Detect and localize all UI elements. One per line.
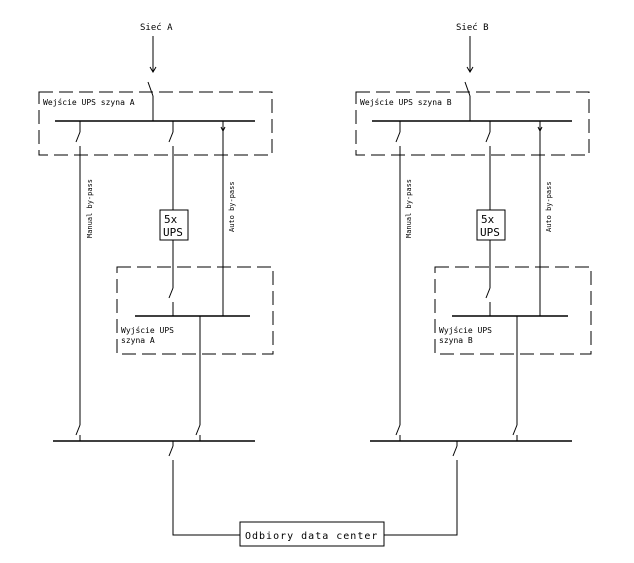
ups-output-switch-b [485,287,491,299]
input-bus-box-b [355,91,590,156]
load-feeder-switch-a [168,445,174,457]
output-bus-box-a [116,266,274,355]
output-bus-label-b-1: Wyjście UPS [439,325,492,335]
manual-bypass-label-b: Manual by-pass [405,179,413,238]
ups-input-switch-a [168,131,174,143]
manual-bypass-switch-a-top [75,131,81,143]
ups-count-a: 5x [164,213,178,226]
main-switch-a [147,81,154,97]
load-feeder-switch-b [452,445,458,457]
load-feeder-a [172,460,240,536]
load-feeder-b [384,460,458,536]
ups-box-b [476,209,506,241]
manual-bypass-switch-b-bottom [395,424,401,436]
ups-label-b: UPS [480,226,500,239]
manual-bypass-switch-b-top [395,131,401,143]
input-bus-label-a: Wejście UPS szyna A [43,97,135,107]
output-bus-label-a-1: Wyjście UPS [121,325,174,335]
side-b: Sieć B Wejście UPS szyna B Manual by-pas… [355,22,592,536]
output-bus-box-b [434,266,592,355]
auto-bypass-label-b: Auto by-pass [545,181,553,232]
feed-arrow-a [149,66,157,73]
feed-arrow-b [466,66,474,73]
ups-input-switch-b [485,131,491,143]
manual-bypass-switch-a-bottom [75,424,81,436]
main-switch-b [464,81,471,97]
manual-bypass-label-a: Manual by-pass [86,179,94,238]
output-bus-label-a-2: szyna A [121,336,155,345]
load-box [239,521,385,547]
auto-bypass-label-a: Auto by-pass [228,181,236,232]
ups-box-a [159,209,189,241]
output-feeder-switch-b [512,424,518,436]
ups-count-b: 5x [481,213,495,226]
input-bus-label-b: Wejście UPS szyna B [360,97,452,107]
source-label-b: Sieć B [456,22,489,33]
ups-output-switch-a [168,287,174,299]
side-a: Sieć A Wejście UPS szyna A Manual by-pas… [38,22,274,536]
load-block: Odbiory data center [239,521,385,547]
input-bus-box-a [38,91,273,156]
output-bus-label-b-2: szyna B [439,336,473,345]
load-label: Odbiory data center [245,531,378,542]
source-label-a: Sieć A [140,22,173,33]
output-feeder-switch-a [195,424,201,436]
ups-label-a: UPS [163,226,183,239]
